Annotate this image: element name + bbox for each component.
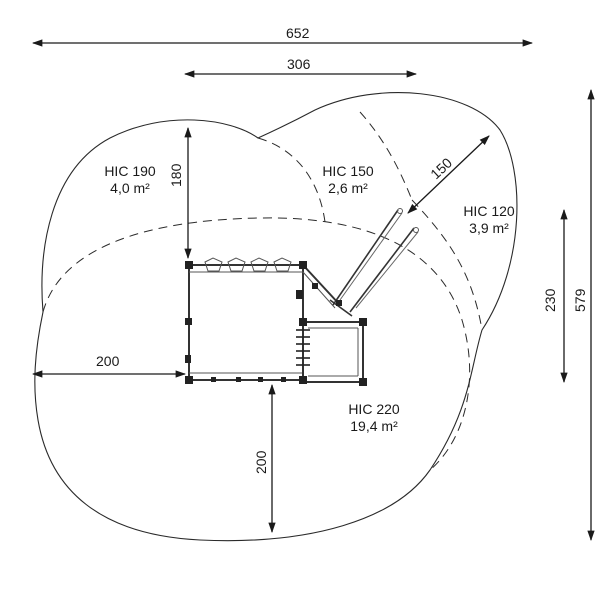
dim-diagonal: 150	[427, 154, 455, 182]
zone-hic-120-area: 3,9 m²	[469, 220, 509, 236]
tower-platform	[302, 321, 364, 383]
safety-zone-outline	[34, 92, 518, 542]
top-panels	[204, 257, 292, 272]
play-structure	[185, 208, 419, 386]
hic-150-left-boundary	[257, 137, 326, 223]
zone-hic-220-label: HIC 220	[348, 401, 400, 417]
zone-hic-150-area: 2,6 m²	[328, 180, 368, 196]
dim-diagonal-line	[407, 135, 490, 214]
hic-220-boundary	[42, 217, 471, 471]
zone-hic-220-area: 19,4 m²	[350, 418, 398, 434]
dim-right-inner-height: 230	[542, 288, 558, 312]
dim-top-offset: 180	[168, 163, 184, 187]
zone-hic-120-label: HIC 120	[463, 203, 515, 219]
zone-hic-190-label: HIC 190	[104, 163, 156, 179]
dim-total-height: 579	[572, 288, 588, 312]
ladder	[296, 329, 310, 366]
posts	[185, 261, 367, 386]
slide-rails	[329, 208, 419, 317]
dim-inner-width: 306	[287, 56, 311, 72]
dim-total-width: 652	[286, 25, 310, 41]
zone-hic-190-area: 4,0 m²	[110, 180, 150, 196]
dim-bottom-offset: 200	[253, 450, 269, 474]
zone-hic-150-label: HIC 150	[322, 163, 374, 179]
dim-left-offset: 200	[96, 353, 120, 369]
main-platform	[188, 264, 304, 381]
